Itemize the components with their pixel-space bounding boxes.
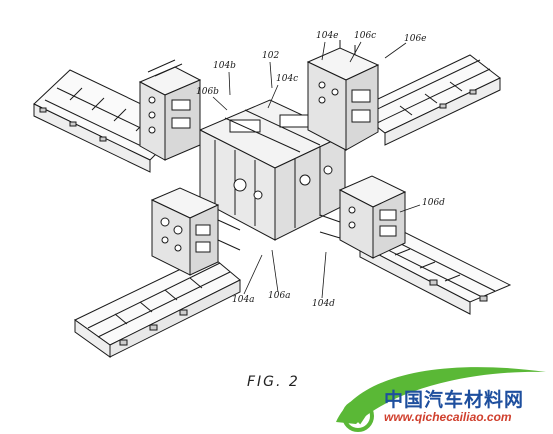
rail-rear-right — [354, 54, 501, 146]
label-106a: 106a — [268, 291, 291, 301]
watermark-logo-swoosh — [336, 367, 546, 432]
label-104d: 104d — [312, 299, 335, 309]
label-106c: 106c — [354, 31, 377, 41]
central-hub — [198, 99, 347, 241]
leader-lines — [212, 41, 421, 299]
label-104c: 104c — [276, 74, 299, 84]
label-106d: 106d — [422, 198, 445, 208]
figure-caption: FIG. 2 — [247, 374, 300, 390]
label-104e: 104e — [316, 31, 339, 41]
mold-unit-106b — [138, 59, 202, 161]
rail-front-right — [358, 229, 512, 315]
watermark-url: www.qichecailiao.com — [384, 410, 512, 424]
mold-unit-106c — [306, 40, 380, 151]
label-104a: 104a — [232, 295, 255, 305]
mold-unit-106d — [319, 175, 407, 259]
label-102: 102 — [262, 51, 280, 61]
rail-front-left — [74, 254, 241, 358]
label-106b: 106b — [196, 87, 219, 97]
watermark-title: 中国汽车材料网 — [384, 389, 525, 411]
label-104b: 104b — [213, 61, 236, 71]
mold-unit-106a — [150, 187, 241, 276]
label-106e: 106e — [404, 34, 427, 44]
